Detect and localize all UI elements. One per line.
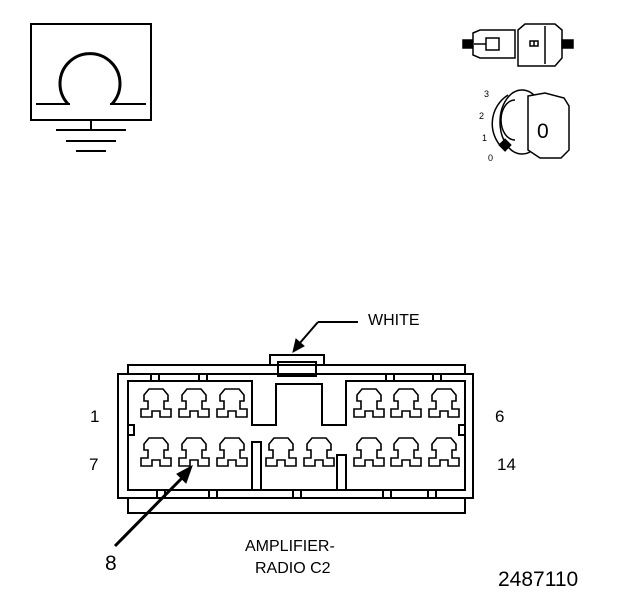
ohmmeter-icon bbox=[30, 23, 152, 121]
pin-label-6: 6 bbox=[495, 407, 505, 426]
connector-name-line2: RADIO C2 bbox=[255, 560, 331, 577]
ignition-position-1: 1 bbox=[482, 133, 487, 143]
connector-cavity bbox=[428, 388, 460, 418]
pin-label-14: 14 bbox=[497, 455, 516, 474]
connector-color-label: WHITE bbox=[368, 312, 420, 329]
ground-symbol-icon bbox=[56, 120, 126, 152]
figure-number: 2487110 bbox=[498, 568, 579, 591]
connector-cavity bbox=[353, 437, 385, 467]
ignition-key-icon bbox=[491, 89, 570, 159]
connector-cavity bbox=[140, 437, 172, 467]
connector-cavity bbox=[353, 388, 385, 418]
connector-cavity bbox=[216, 437, 248, 467]
pin-label-1: 1 bbox=[90, 407, 100, 426]
connector-cavity bbox=[390, 437, 422, 467]
connector-cavity bbox=[178, 388, 210, 418]
ignition-position-2: 2 bbox=[479, 111, 484, 121]
connector-cavity bbox=[428, 437, 460, 467]
connector-cavity bbox=[303, 437, 335, 467]
connector-plug-icon bbox=[462, 23, 574, 67]
connector-cavity bbox=[390, 388, 422, 418]
ignition-position-0: 0 bbox=[488, 153, 493, 163]
pin-callout-arrow bbox=[113, 464, 193, 548]
pin-label-8: 8 bbox=[105, 552, 117, 575]
connector-name-line1: AMPLIFIER- bbox=[245, 538, 335, 555]
connector-cavities bbox=[140, 388, 460, 467]
connector-cavity bbox=[265, 437, 297, 467]
connector-cavity bbox=[140, 388, 172, 418]
pin-label-7: 7 bbox=[89, 455, 99, 474]
connector-cavity bbox=[178, 437, 210, 467]
connector-body bbox=[117, 354, 474, 514]
connector-cavity bbox=[216, 388, 248, 418]
color-callout-arrow bbox=[292, 321, 358, 353]
ignition-position-3: 3 bbox=[484, 89, 489, 99]
ignition-key-label: 0 bbox=[537, 120, 549, 143]
